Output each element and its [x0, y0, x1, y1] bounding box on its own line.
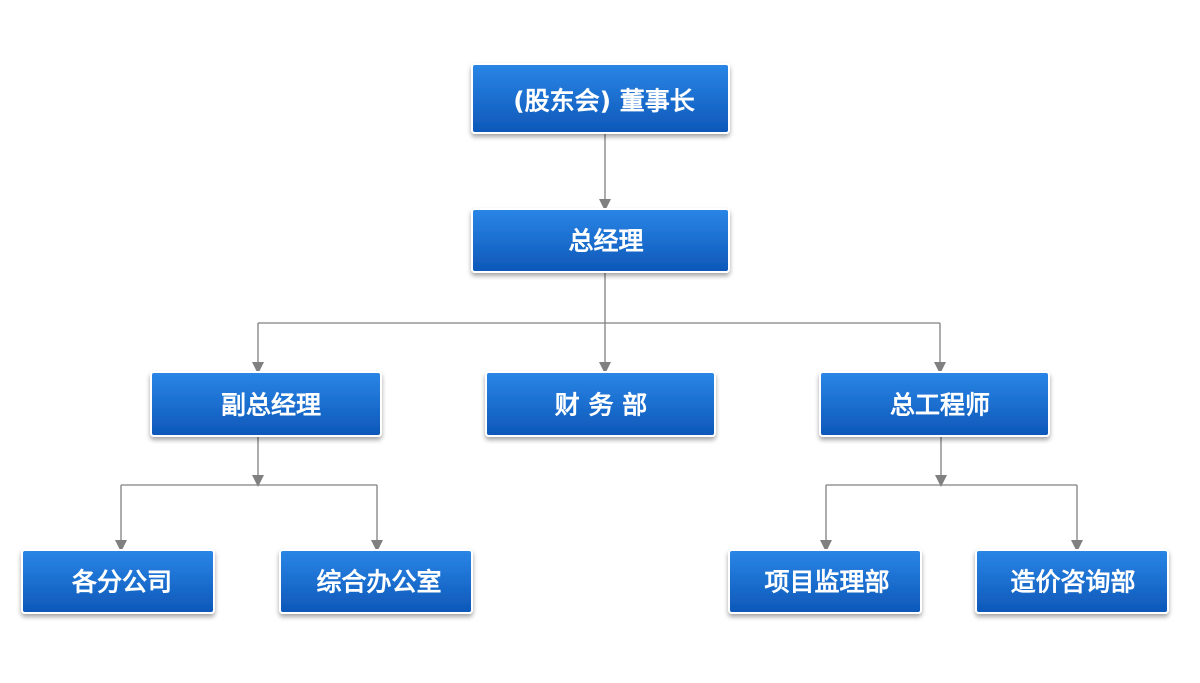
node-chief-engineer-label: 总工程师 — [890, 391, 990, 420]
node-chief-engineer: 总工程师 — [819, 371, 1050, 437]
node-chairman-label: (股东会) 董事长 — [513, 87, 696, 116]
node-general-office-label: 综合办公室 — [316, 568, 441, 597]
node-branches-label: 各分公司 — [71, 568, 172, 597]
node-cost-consulting: 造价咨询部 — [975, 549, 1169, 614]
node-project-supervision: 项目监理部 — [728, 549, 922, 614]
node-cost-consulting-label: 造价咨询部 — [1010, 568, 1135, 597]
node-finance: 财 务 部 — [485, 371, 716, 437]
node-general-manager: 总经理 — [471, 208, 730, 273]
node-project-supervision-label: 项目监理部 — [764, 568, 889, 597]
node-finance-label: 财 务 部 — [555, 391, 647, 420]
node-branches: 各分公司 — [21, 549, 215, 614]
node-deputy-gm-label: 副总经理 — [221, 391, 321, 420]
node-chairman: (股东会) 董事长 — [471, 63, 730, 134]
node-deputy-gm: 副总经理 — [150, 371, 382, 437]
connectors — [115, 133, 1083, 552]
node-general-office: 综合办公室 — [279, 549, 473, 614]
node-general-manager-label: 总经理 — [568, 227, 643, 256]
